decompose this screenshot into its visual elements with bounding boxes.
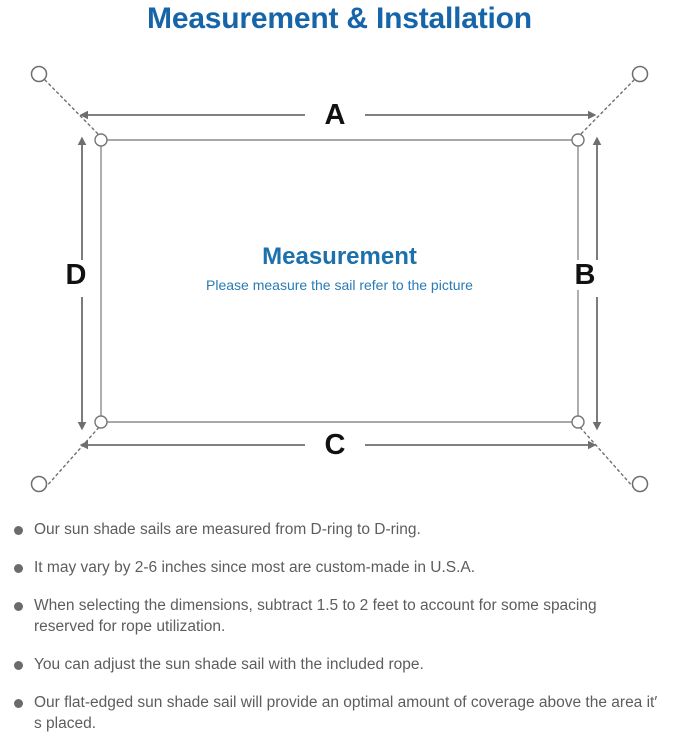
anchor-ring-top-left xyxy=(30,65,48,83)
diagram-svg xyxy=(30,65,649,493)
measurement-diagram: Measurement Please measure the sail refe… xyxy=(0,48,679,508)
list-item: When selecting the dimensions, subtract … xyxy=(0,595,679,637)
note-text: Our sun shade sails are measured from D-… xyxy=(34,521,421,538)
d-ring-bottom-left xyxy=(94,415,108,429)
bullet-icon xyxy=(14,602,23,611)
dimension-label-c: C xyxy=(305,430,365,460)
anchor-ring-bottom-right xyxy=(631,475,649,493)
list-item: Our flat-edged sun shade sail will provi… xyxy=(0,692,679,734)
note-text: You can adjust the sun shade sail with t… xyxy=(34,656,424,673)
rope-bottom-left xyxy=(44,424,102,489)
dimension-label-a: A xyxy=(305,100,365,130)
notes-list: Our sun shade sails are measured from D-… xyxy=(0,519,679,751)
sail-center-heading: Measurement xyxy=(262,243,417,270)
bullet-icon xyxy=(14,526,23,535)
rope-bottom-right xyxy=(577,424,635,489)
list-item: You can adjust the sun shade sail with t… xyxy=(0,654,679,675)
list-item: Our sun shade sails are measured from D-… xyxy=(0,519,679,540)
page-title: Measurement & Installation xyxy=(147,2,532,35)
d-ring-bottom-right xyxy=(571,415,585,429)
rope-top-right xyxy=(577,79,635,138)
note-text: When selecting the dimensions, subtract … xyxy=(34,597,597,635)
sail-center-subtext: Please measure the sail refer to the pic… xyxy=(206,277,473,293)
d-ring-top-right xyxy=(571,133,585,147)
d-rings xyxy=(94,133,585,429)
bullet-icon xyxy=(14,564,23,573)
anchor-rings xyxy=(30,65,649,493)
dimension-label-d: D xyxy=(56,260,96,290)
dimension-label-b: B xyxy=(565,260,605,290)
note-text: It may vary by 2-6 inches since most are… xyxy=(34,559,476,576)
note-text: Our flat-edged sun shade sail will provi… xyxy=(34,694,658,732)
d-ring-top-left xyxy=(94,133,108,147)
anchor-ring-bottom-left xyxy=(30,475,48,493)
bullet-icon xyxy=(14,699,23,708)
bullet-icon xyxy=(14,661,23,670)
rope-top-left xyxy=(44,79,102,138)
rope-lines xyxy=(44,79,635,489)
list-item: It may vary by 2-6 inches since most are… xyxy=(0,557,679,578)
anchor-ring-top-right xyxy=(631,65,649,83)
